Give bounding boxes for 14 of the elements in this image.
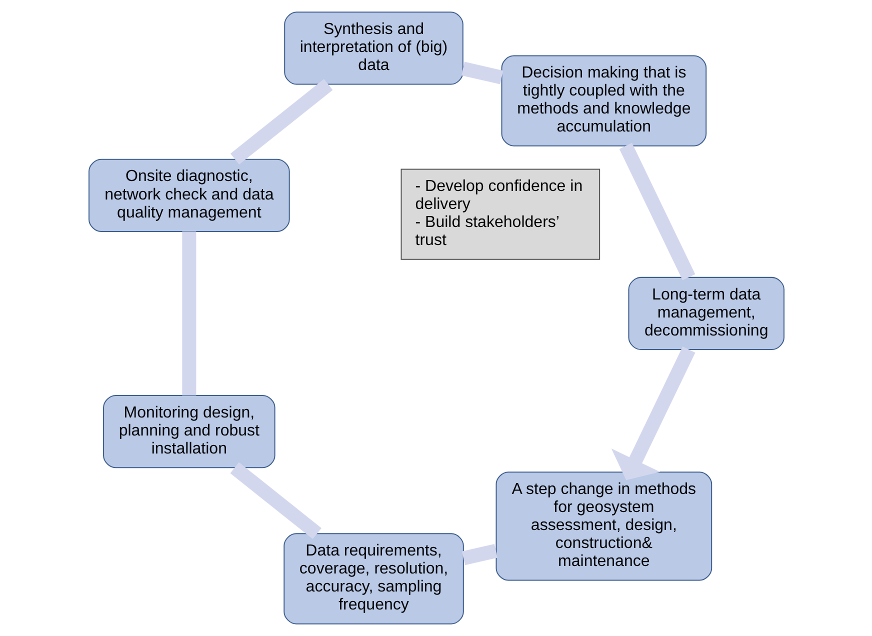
node-box: - Develop confidence in delivery - Build stakeholders’ trust: [400, 168, 600, 260]
node-box: Decision making that is tightly coupled with the methods and knowledge accumulation: [500, 55, 706, 146]
node-box: Onsite diagnostic, network check and data quality management: [88, 158, 290, 232]
connector: [461, 62, 503, 84]
node-box: Monitoring design, planning and robust installation: [102, 394, 275, 468]
connector: [461, 544, 497, 566]
node-box: Data requirements, coverage, resolution, accuracy, sampling frequency: [283, 533, 464, 624]
node-box: A step change in methods for geosystem assessment, design, construction& maintenance: [495, 472, 712, 581]
connector: [230, 462, 321, 540]
node-box: Synthesis and interpretation of (big) data: [284, 12, 463, 85]
arrow: [610, 346, 695, 480]
connector: [182, 232, 196, 396]
connector: [230, 78, 332, 165]
node-box: Long-term data management, decommissioning: [628, 276, 784, 350]
